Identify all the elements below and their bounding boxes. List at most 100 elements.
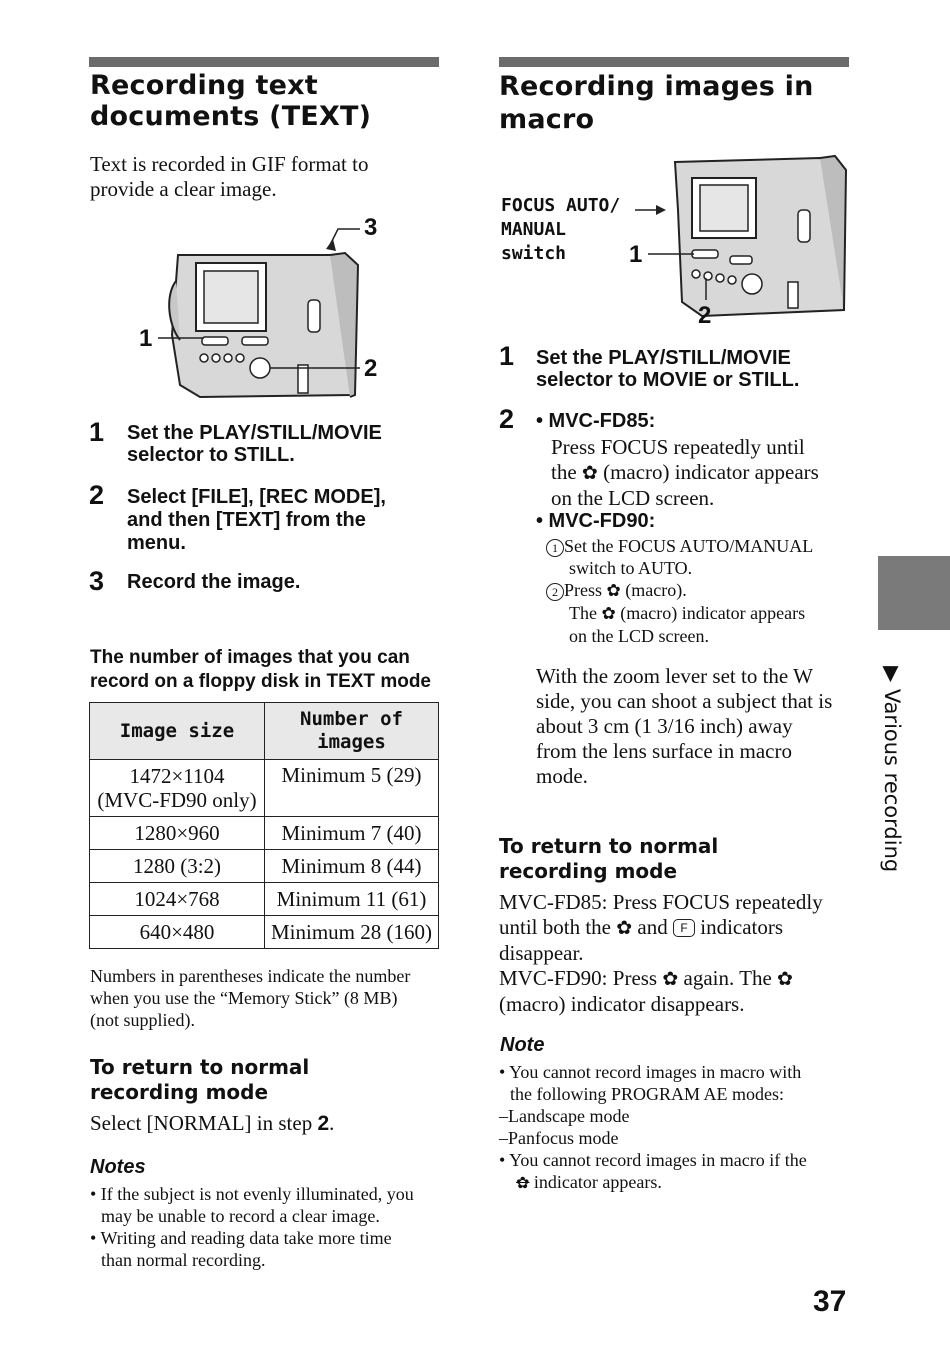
- cell-count: Minimum 7 (40): [264, 816, 439, 850]
- paragraph-line: from the lens surface in macro: [536, 739, 792, 763]
- step-text: Record the image.: [127, 571, 300, 593]
- step-number: 1: [89, 417, 105, 447]
- cell-size: 1280×960: [89, 816, 265, 850]
- intro-line: provide a clear image.: [90, 177, 277, 201]
- table-row: 1280 (3:2) Minimum 8 (44): [89, 849, 439, 883]
- label-line: MANUAL: [501, 219, 567, 240]
- callout-1: 1: [139, 325, 153, 352]
- step-number: 2: [89, 480, 105, 510]
- text-line: MVC-FD90: Press ✿ again. The ✿: [499, 966, 823, 992]
- text-line: until both the ✿ and F indicators: [499, 915, 823, 941]
- step-line: and then [TEXT] from the: [127, 509, 366, 531]
- cell-size: 1472×1104 (MVC-FD90 only): [89, 759, 265, 817]
- side-tab-label: ▶ Various recording: [868, 666, 908, 872]
- note-line: • Writing and reading data take more tim…: [90, 1228, 392, 1248]
- paragraph-line: about 3 cm (1 3/16 inch) away: [536, 714, 793, 738]
- text-span: again. The: [683, 966, 772, 990]
- step-text: Set the PLAY/STILL/MOVIE selector to STI…: [127, 422, 382, 466]
- step-text: Set the PLAY/STILL/MOVIE selector to MOV…: [536, 347, 799, 391]
- text-span: (macro) indicator appears: [603, 460, 819, 484]
- note-line: ✿ indicator appears.: [499, 1171, 807, 1194]
- intro-line: Text is recorded in GIF format to: [90, 152, 369, 176]
- note-line: • You cannot record images in macro if t…: [499, 1150, 807, 1170]
- heading-line: To return to normal: [499, 834, 719, 858]
- zoom-paragraph: With the zoom lever set to the W side, y…: [536, 664, 832, 789]
- header-image-size: Image size: [89, 702, 265, 760]
- table-row: 640×480 Minimum 28 (160): [89, 915, 439, 949]
- section-rule-right: [499, 57, 849, 67]
- table-row: 1024×768 Minimum 11 (61): [89, 882, 439, 916]
- macro-flower-icon: ✿: [581, 462, 598, 484]
- instruction-line: switch to AUTO.: [569, 558, 693, 578]
- instruction-line: Press FOCUS repeatedly until: [551, 435, 805, 459]
- label-line: switch: [501, 243, 567, 264]
- title-line: macro: [499, 104, 595, 135]
- footnote-line: (not supplied).: [90, 1010, 195, 1030]
- camera-illustration: [158, 228, 360, 399]
- page-number: 37: [813, 1285, 847, 1318]
- instruction-line: the ✿ (macro) indicator appears: [551, 460, 819, 486]
- caption-line: The number of images that you can: [90, 647, 410, 668]
- text-line: MVC-FD85: Press FOCUS repeatedly: [499, 890, 823, 914]
- table-header-row: Image size Number of images: [89, 702, 439, 760]
- note-heading: Note: [500, 1034, 545, 1056]
- figure-label: FOCUS AUTO/ MANUAL switch: [501, 194, 620, 266]
- manual-focus-icon: F: [673, 919, 695, 937]
- step-line: Set the PLAY/STILL/MOVIE: [536, 347, 791, 369]
- fd85-instructions: Press FOCUS repeatedly until the ✿ (macr…: [551, 435, 819, 511]
- cell-line: 1472×1104: [129, 764, 225, 788]
- text-line: (macro) indicator disappears.: [499, 992, 745, 1016]
- return-text-body: Select [NORMAL] in step: [90, 1111, 318, 1135]
- text-span: and: [637, 915, 668, 939]
- step-line: Select [FILE], [REC MODE],: [127, 486, 386, 508]
- paragraph-line: side, you can shoot a subject that is: [536, 689, 833, 713]
- instruction-line: on the LCD screen.: [569, 626, 709, 646]
- text-line: disappear.: [499, 941, 584, 965]
- footnote-line: when you use the “Memory Stick” (8 MB): [90, 988, 398, 1008]
- cell-line: (MVC-FD90 only): [97, 788, 257, 812]
- step-line: selector to STILL.: [127, 444, 295, 466]
- callout-3: 3: [364, 214, 378, 241]
- return-text: Select [NORMAL] in step 2.: [90, 1111, 334, 1136]
- note-line: –Landscape mode: [499, 1106, 630, 1126]
- text-span: the: [551, 460, 577, 484]
- return-text: MVC-FD85: Press FOCUS repeatedly until b…: [499, 890, 823, 1017]
- step-ref: 2: [317, 1112, 330, 1135]
- table-footnote: Numbers in parentheses indicate the numb…: [90, 965, 410, 1031]
- section-rule-left: [89, 57, 439, 67]
- table-row: 1472×1104 (MVC-FD90 only) Minimum 5 (29): [89, 759, 439, 817]
- cell-count: Minimum 28 (160): [264, 915, 439, 949]
- instruction-line: on the LCD screen.: [551, 486, 715, 510]
- return-heading: To return to normal recording mode: [90, 1055, 309, 1105]
- note-line: the following PROGRAM AE modes:: [510, 1084, 785, 1104]
- note-line: • You cannot record images in macro with: [499, 1062, 802, 1082]
- text-span: MVC-FD90: Press: [499, 966, 658, 990]
- text-span: (macro) indicator appears: [620, 603, 806, 623]
- section-title-text: Recording text documents (TEXT): [90, 70, 371, 132]
- step-text: Select [FILE], [REC MODE], and then [TEX…: [127, 486, 386, 555]
- cell-size: 1024×768: [89, 882, 265, 916]
- macro-flower-icon: ✿: [616, 917, 633, 939]
- header-line: images: [317, 731, 386, 753]
- callout-2: 2: [364, 355, 378, 382]
- text-span: indicators: [700, 915, 784, 939]
- model-label-fd85: • MVC-FD85:: [536, 410, 656, 432]
- table-caption: The number of images that you can record…: [90, 646, 431, 694]
- cell-count: Minimum 5 (29): [264, 759, 439, 817]
- cell-size: 640×480: [89, 915, 265, 949]
- cell-count: Minimum 11 (61): [264, 882, 439, 916]
- step-number: 3: [89, 566, 105, 596]
- header-number-of-images: Number of images: [264, 702, 439, 760]
- header-line: Number of: [300, 708, 403, 730]
- note-list: • You cannot record images in macro with…: [499, 1061, 807, 1194]
- table-row: 1280×960 Minimum 7 (40): [89, 816, 439, 850]
- label-line: FOCUS AUTO/: [501, 195, 621, 216]
- model-label-fd90: • MVC-FD90:: [536, 510, 656, 532]
- heading-line: recording mode: [499, 859, 678, 883]
- macro-off-icon: ✿: [516, 1173, 530, 1192]
- side-tab: [878, 556, 950, 630]
- title-line: Recording text: [90, 70, 318, 101]
- step-line: Set the PLAY/STILL/MOVIE: [127, 422, 382, 444]
